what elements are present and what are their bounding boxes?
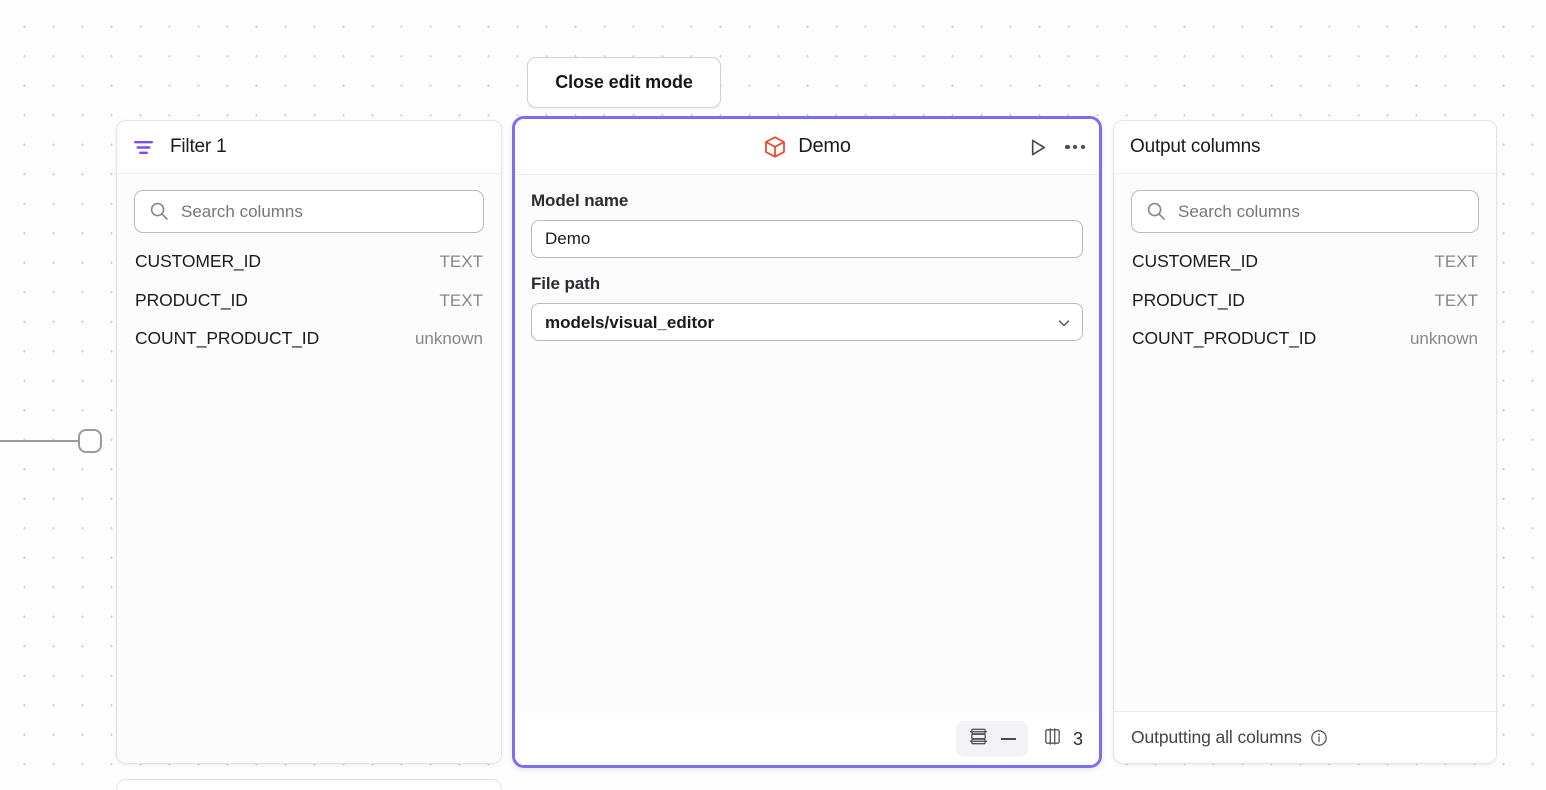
info-icon[interactable]: [1310, 729, 1328, 747]
model-panel-title: Demo: [798, 135, 851, 157]
output-search-wrapper: [1131, 190, 1479, 233]
column-count-value: 3: [1072, 728, 1083, 749]
output-panel-footer: Outputting all columns: [1114, 711, 1496, 763]
model-panel-body: Model name File path models/visual_edito…: [515, 175, 1099, 713]
column-type: TEXT: [1434, 252, 1478, 271]
column-type: unknown: [1409, 329, 1478, 348]
filter-panel-header: Filter 1: [117, 121, 501, 174]
column-name: PRODUCT_ID: [1132, 289, 1245, 310]
table-row[interactable]: COUNT_PRODUCT_ID unknown: [1131, 328, 1479, 367]
row-count-control[interactable]: [955, 721, 1028, 757]
column-type: TEXT: [439, 252, 483, 271]
filter-column-list: CUSTOMER_ID TEXT PRODUCT_ID TEXT COUNT_P…: [134, 251, 484, 367]
filter-search-input[interactable]: [134, 190, 484, 233]
table-row[interactable]: COUNT_PRODUCT_ID unknown: [134, 328, 484, 367]
columns-icon: [1042, 726, 1063, 752]
model-header-actions: [1026, 119, 1085, 175]
column-name: PRODUCT_ID: [135, 289, 248, 310]
table-row[interactable]: CUSTOMER_ID TEXT: [134, 251, 484, 290]
filter-panel-title: Filter 1: [170, 136, 227, 157]
cube-icon: [763, 135, 787, 159]
model-name-input[interactable]: [531, 220, 1083, 258]
table-row[interactable]: CUSTOMER_ID TEXT: [1131, 251, 1479, 290]
column-name: COUNT_PRODUCT_ID: [135, 328, 320, 348]
model-name-label: Model name: [531, 191, 629, 210]
filter-search-wrapper: [134, 190, 484, 233]
column-type: TEXT: [439, 290, 483, 310]
close-edit-mode-button[interactable]: Close edit mode: [527, 57, 721, 108]
output-column-list: CUSTOMER_ID TEXT PRODUCT_ID TEXT COUNT_P…: [1131, 251, 1479, 367]
output-panel-header: Output columns: [1114, 121, 1496, 174]
output-columns-panel[interactable]: Output columns CUSTOMER_ID TEXT PRO: [1113, 120, 1497, 764]
column-type: TEXT: [1434, 290, 1478, 310]
file-path-select[interactable]: models/visual_editor: [531, 303, 1083, 341]
model-panel-footer: 3: [515, 713, 1099, 765]
file-path-select-wrapper: models/visual_editor: [531, 303, 1083, 341]
row-count-value: [1000, 738, 1016, 740]
output-search-input[interactable]: [1131, 190, 1479, 233]
more-horizontal-icon[interactable]: [1065, 136, 1085, 158]
next-node-panel-partial[interactable]: [116, 779, 502, 790]
play-icon[interactable]: [1026, 136, 1049, 159]
filter-icon: [133, 137, 154, 158]
model-title-group: Demo: [763, 135, 851, 159]
flow-edge-handle[interactable]: [78, 429, 102, 453]
output-panel-body: CUSTOMER_ID TEXT PRODUCT_ID TEXT COUNT_P…: [1114, 174, 1496, 711]
filter-node-panel[interactable]: Filter 1 CUSTOMER_ID TEXT PRODUCT_I: [116, 120, 502, 764]
file-path-label: File path: [531, 274, 600, 293]
output-status-text: Outputting all columns: [1131, 727, 1302, 747]
model-node-panel[interactable]: Demo Model name File path models/visual_: [512, 116, 1102, 768]
table-row[interactable]: PRODUCT_ID TEXT: [1131, 290, 1479, 329]
column-type: unknown: [414, 329, 483, 348]
rows-icon: [968, 726, 989, 752]
column-name: COUNT_PRODUCT_ID: [1132, 328, 1317, 348]
filter-panel-body: CUSTOMER_ID TEXT PRODUCT_ID TEXT COUNT_P…: [117, 174, 501, 763]
model-panel-header: Demo: [515, 119, 1099, 175]
table-row[interactable]: PRODUCT_ID TEXT: [134, 290, 484, 329]
flow-edge-line: [0, 440, 82, 442]
column-count-control[interactable]: 3: [1042, 726, 1083, 752]
column-name: CUSTOMER_ID: [1132, 251, 1258, 271]
column-name: CUSTOMER_ID: [135, 251, 261, 271]
output-panel-title: Output columns: [1130, 136, 1261, 157]
